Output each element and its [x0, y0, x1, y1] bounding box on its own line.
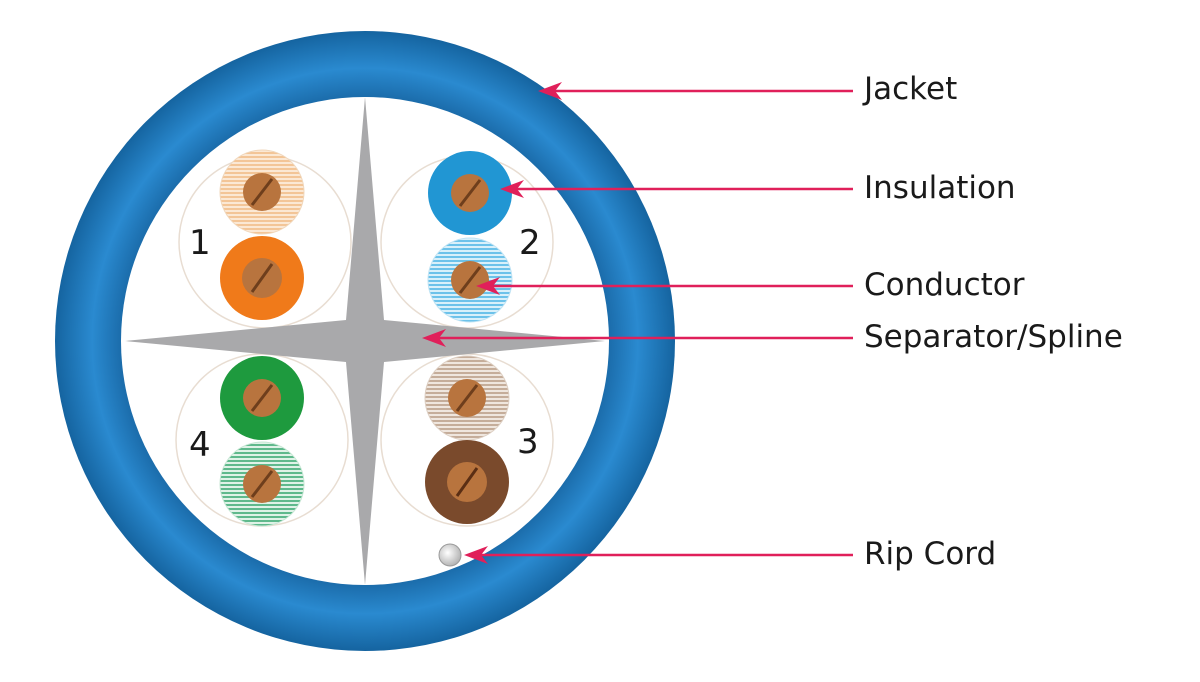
conductor-leader-line	[476, 277, 853, 295]
rip-cord	[438, 543, 462, 567]
insulation-leader-line	[500, 180, 853, 198]
jacket-leader-line	[538, 82, 853, 100]
pair-3-stripe-wire	[424, 355, 510, 441]
insulation-label: Insulation	[864, 170, 1016, 206]
pair-4-stripe-wire	[219, 441, 305, 527]
rip-cord-label: Rip Cord	[864, 536, 997, 572]
pair-2-number: 2	[519, 223, 541, 263]
separator-label: Separator/Spline	[864, 319, 1123, 355]
pair-1-solid-wire	[220, 236, 304, 320]
jacket-label: Jacket	[864, 71, 958, 107]
separator-spline	[125, 97, 605, 585]
pair-3-solid-wire	[425, 440, 509, 524]
pair-2-stripe-wire	[427, 237, 513, 323]
pair-3-number: 3	[517, 422, 539, 462]
pair-1-number: 1	[189, 223, 211, 263]
conductor-label: Conductor	[864, 267, 1025, 303]
pair-4-number: 4	[189, 425, 211, 465]
rip-cord-leader-line	[464, 546, 853, 564]
pair-1-stripe-wire	[219, 149, 305, 235]
separator-leader-line	[422, 329, 853, 347]
pair-4-solid-wire	[220, 356, 304, 440]
pair-2-solid-wire	[428, 151, 512, 235]
